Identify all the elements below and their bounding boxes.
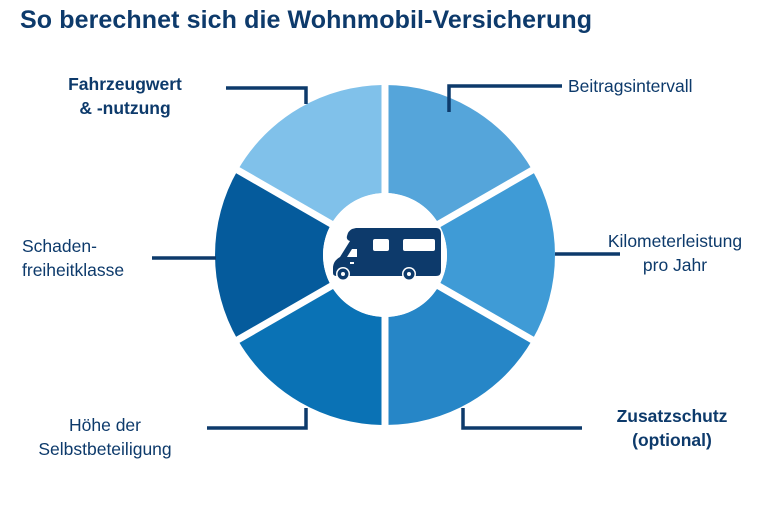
label-line: Beitragsintervall [568,76,693,96]
motorhome-icon [333,228,441,281]
connector-lines [152,84,620,430]
label-line: (optional) [632,430,712,450]
label-kilometerleistung: Kilometerleistung pro Jahr [582,229,768,277]
segment-schadenfreiheitklasse [215,170,332,340]
label-zusatzschutz: Zusatzschutz (optional) [592,404,752,452]
label-line: Selbstbeteiligung [38,439,172,459]
page-title: So berechnet sich die Wohnmobil-Versiche… [20,6,593,34]
label-selbstbeteiligung: Höhe der Selbstbeteiligung [10,413,200,461]
label-line: Kilometerleistung [607,231,743,251]
connector-fahrzeugwert [226,86,308,104]
segment-dividers [232,80,538,430]
label-schadenfreiheitklasse: Schaden- freiheitklasse [22,234,124,282]
connector-zusatzschutz [461,408,582,430]
connector-beitragsintervall [447,84,562,112]
label-line: Schaden- [22,236,97,256]
label-line: Zusatzschutz [616,406,728,426]
label-line: pro Jahr [642,255,708,275]
label-beitragsintervall: Beitragsintervall [568,74,693,98]
label-line: Fahrzeugwert [68,74,182,94]
connector-selbstbeteiligung [207,408,308,430]
label-line: & -nutzung [79,98,171,118]
label-line: freiheitklasse [22,260,125,280]
segment-kilometerleistung [438,170,555,340]
label-fahrzeugwert: Fahrzeugwert & -nutzung [50,72,200,120]
label-line: Höhe der [69,415,141,435]
